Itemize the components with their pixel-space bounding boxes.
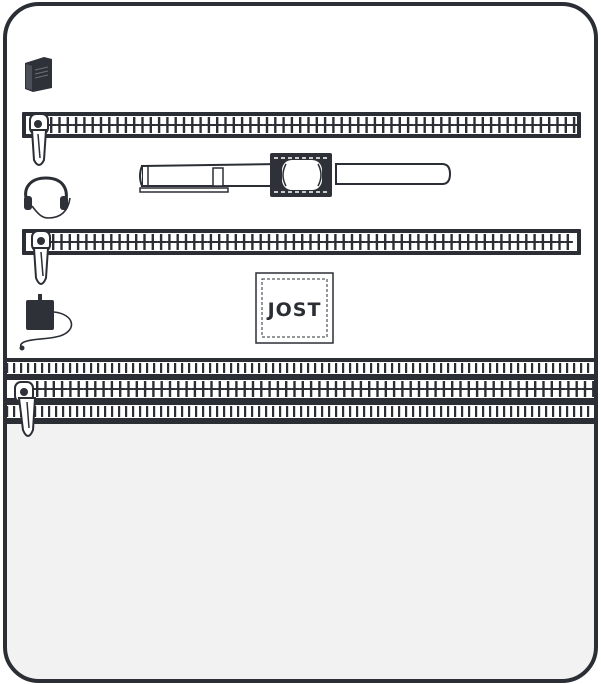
- middle-zipper: [22, 229, 581, 255]
- zipper-teeth: [48, 117, 580, 133]
- zipper-teeth: [50, 234, 573, 250]
- charger-icon: [19, 294, 73, 351]
- zipper-pull-icon: [31, 230, 51, 285]
- brand-label: JOST: [255, 272, 334, 344]
- pen-icon: [139, 162, 452, 193]
- upper-zipper: [22, 112, 581, 138]
- lower-zipper: [5, 358, 596, 424]
- brand-label-text: JOST: [266, 299, 322, 321]
- zipper-pull-icon: [29, 113, 49, 166]
- zipper-pull-icon: [14, 381, 37, 437]
- bottom-pocket: [5, 420, 596, 681]
- zipper-teeth: [34, 381, 596, 397]
- earphones-icon: [24, 176, 71, 219]
- bag-outline: [3, 2, 598, 683]
- book-icon: [25, 57, 52, 92]
- pen-holder-strap: [270, 153, 332, 197]
